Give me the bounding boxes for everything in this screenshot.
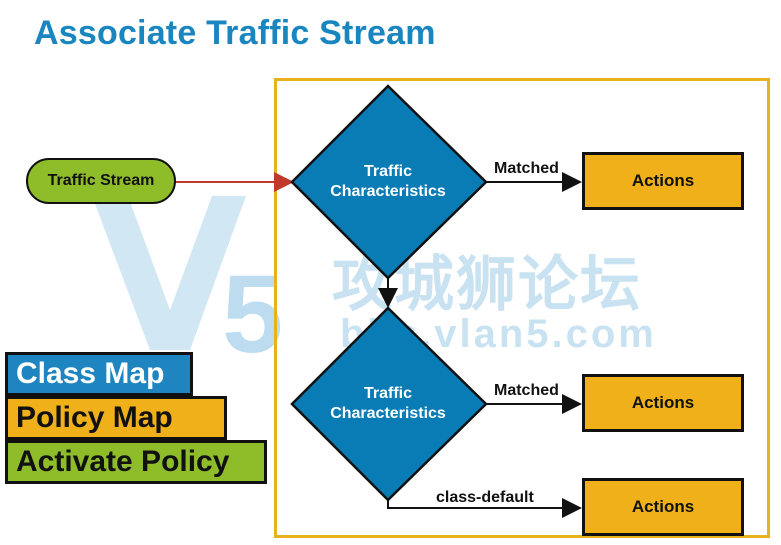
decision-1-line2: Characteristics: [330, 183, 446, 200]
decision-label-2: Traffic Characteristics: [293, 384, 483, 424]
action-box-3: Actions: [582, 478, 744, 536]
decision-2-line2: Characteristics: [330, 405, 446, 422]
watermark-v-shape: [92, 196, 246, 350]
legend-policy-map: Policy Map: [5, 396, 227, 440]
matched-label-1: Matched: [494, 160, 559, 177]
watermark-5-glyph: 5: [222, 253, 283, 376]
decision-label-1: Traffic Characteristics: [293, 162, 483, 202]
matched-label-2: Matched: [494, 382, 559, 399]
class-default-arrow: [387, 498, 582, 518]
decision-2-line1: Traffic: [363, 385, 412, 402]
class-default-label: class-default: [436, 489, 534, 506]
policy-frame: [274, 78, 770, 538]
decision-1-line1: Traffic: [363, 163, 412, 180]
action-box-1: Actions: [582, 152, 744, 210]
legend-activate-policy: Activate Policy: [5, 440, 267, 484]
page-title: Associate Traffic Stream: [34, 14, 436, 52]
legend-class-map: Class Map: [5, 352, 193, 396]
traffic-stream-node: Traffic Stream: [26, 158, 176, 204]
action-box-2: Actions: [582, 374, 744, 432]
